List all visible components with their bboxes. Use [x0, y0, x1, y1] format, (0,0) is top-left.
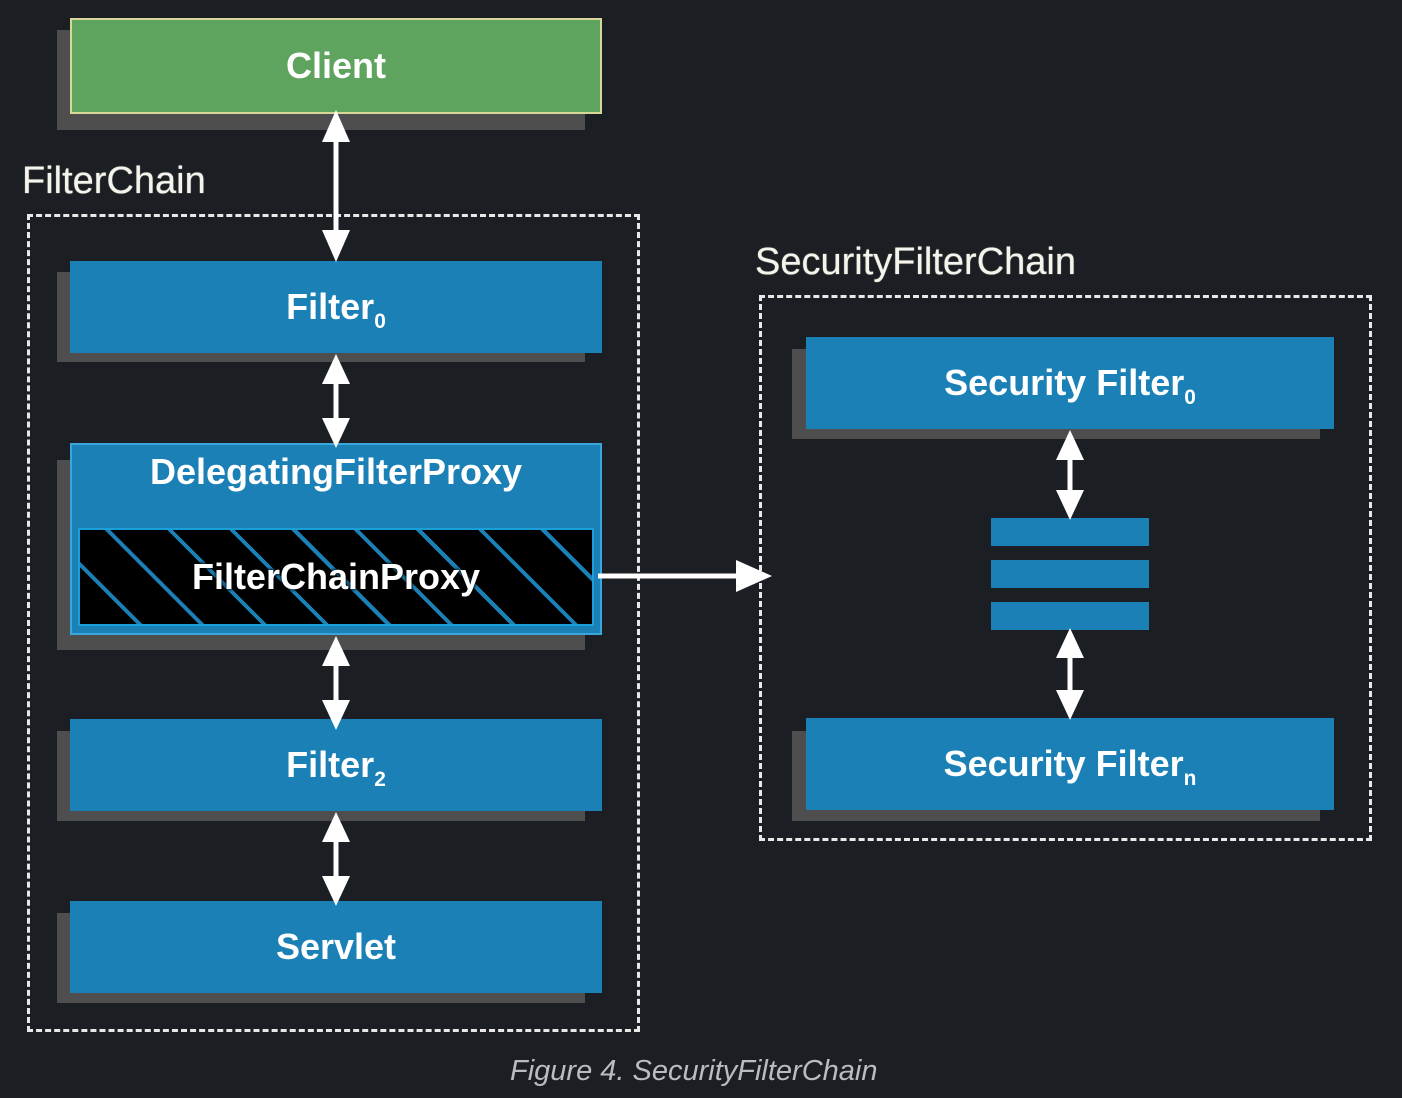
- node-security-filtern-label: Security Filtern: [943, 743, 1197, 790]
- node-servlet[interactable]: Servlet: [70, 901, 602, 993]
- node-filterchainproxy[interactable]: FilterChainProxy: [78, 528, 594, 626]
- node-security-filter0[interactable]: Security Filter0: [806, 337, 1334, 429]
- node-client-label: Client: [285, 45, 386, 87]
- arrow-bars-security-filtern: [1056, 628, 1084, 720]
- figure-caption: Figure 4. SecurityFilterChain: [510, 1055, 878, 1087]
- node-filter0[interactable]: Filter0: [70, 261, 602, 353]
- node-filterchainproxy-label: FilterChainProxy: [191, 556, 481, 597]
- arrow-filterchainproxy-securityfilterchain: [598, 560, 772, 592]
- node-security-filtern[interactable]: Security Filtern: [806, 718, 1334, 810]
- node-servlet-label: Servlet: [275, 926, 397, 968]
- node-client[interactable]: Client: [70, 18, 602, 114]
- node-filter0-label: Filter0: [286, 286, 386, 333]
- ellipsis-bar-stack: [991, 518, 1149, 630]
- group-securityfilterchain: [759, 295, 1372, 841]
- arrow-filter2-servlet: [322, 812, 350, 906]
- node-filter2[interactable]: Filter2: [70, 719, 602, 811]
- arrow-delegatingfilterproxy-filter2: [322, 636, 350, 730]
- ellipsis-bar: [991, 560, 1149, 588]
- group-label-securityfilterchain: SecurityFilterChain: [755, 241, 1076, 283]
- node-security-filter0-label: Security Filter0: [944, 362, 1196, 409]
- arrow-security-filter0-bars: [1056, 430, 1084, 520]
- group-label-filterchain: FilterChain: [22, 160, 206, 202]
- node-delegatingfilterproxy-label: DelegatingFilterProxy: [149, 451, 523, 492]
- ellipsis-bar: [991, 518, 1149, 546]
- arrow-filter0-delegatingfilterproxy: [322, 354, 350, 448]
- node-filter2-label: Filter2: [286, 744, 386, 791]
- arrow-client-filter0: [322, 110, 350, 262]
- ellipsis-bar: [991, 602, 1149, 630]
